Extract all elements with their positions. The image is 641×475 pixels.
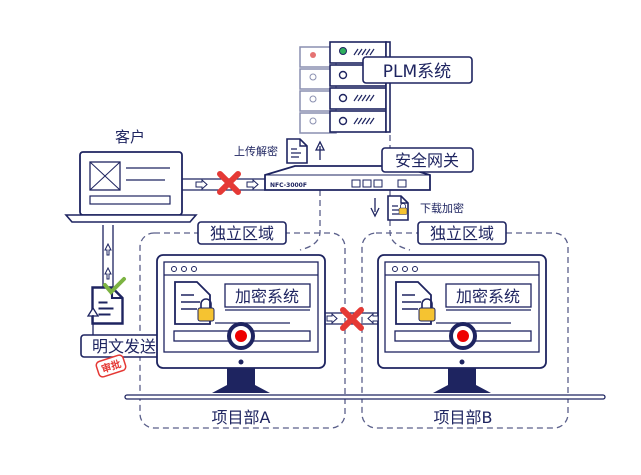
plm-label: PLM系统 xyxy=(383,62,451,82)
upload-arrow-icon xyxy=(314,140,326,160)
plaintext-label: 明文发送 xyxy=(92,337,156,356)
gateway-label-box xyxy=(381,147,474,173)
zone-b-label-box xyxy=(417,221,507,245)
gateway-model: NFC-3000F xyxy=(270,182,307,189)
zone-b-dept: 项目部B xyxy=(434,408,493,427)
zone-b xyxy=(377,254,547,393)
download-label: 下载加密 xyxy=(420,201,464,215)
up-arrow-icon xyxy=(86,306,100,335)
zone-a-dept: 项目部A xyxy=(212,408,271,427)
blocked-pipe-zones xyxy=(325,312,379,325)
encryption-system-box xyxy=(445,283,532,308)
plaintext-document-icon xyxy=(91,286,124,325)
document-icon xyxy=(286,138,308,164)
zone-b-system-label: 加密系统 xyxy=(456,287,520,306)
blocked-x-icon xyxy=(220,174,238,192)
plm-server-rack xyxy=(299,41,391,134)
desk-line xyxy=(124,394,606,400)
download-arrow-icon xyxy=(370,198,380,218)
zone-a xyxy=(156,254,326,393)
approval-stamp: 审批 xyxy=(95,354,127,378)
zone-a-system-label: 加密系统 xyxy=(235,287,299,306)
approved-pipe xyxy=(102,225,114,288)
check-icon xyxy=(103,277,126,295)
zone-b-label: 独立区域 xyxy=(430,224,494,243)
upload-label: 上传解密 xyxy=(234,144,278,158)
client-laptop xyxy=(64,151,198,223)
zone-a-label: 独立区域 xyxy=(210,224,274,243)
encryption-system-box xyxy=(224,283,311,308)
zone-a-label-box xyxy=(197,221,287,245)
plm-label-box xyxy=(362,56,473,84)
record-button-icon xyxy=(457,330,469,342)
client-label: 客户 xyxy=(115,128,145,146)
record-button-icon xyxy=(235,330,247,342)
gateway-label: 安全网关 xyxy=(395,151,459,170)
